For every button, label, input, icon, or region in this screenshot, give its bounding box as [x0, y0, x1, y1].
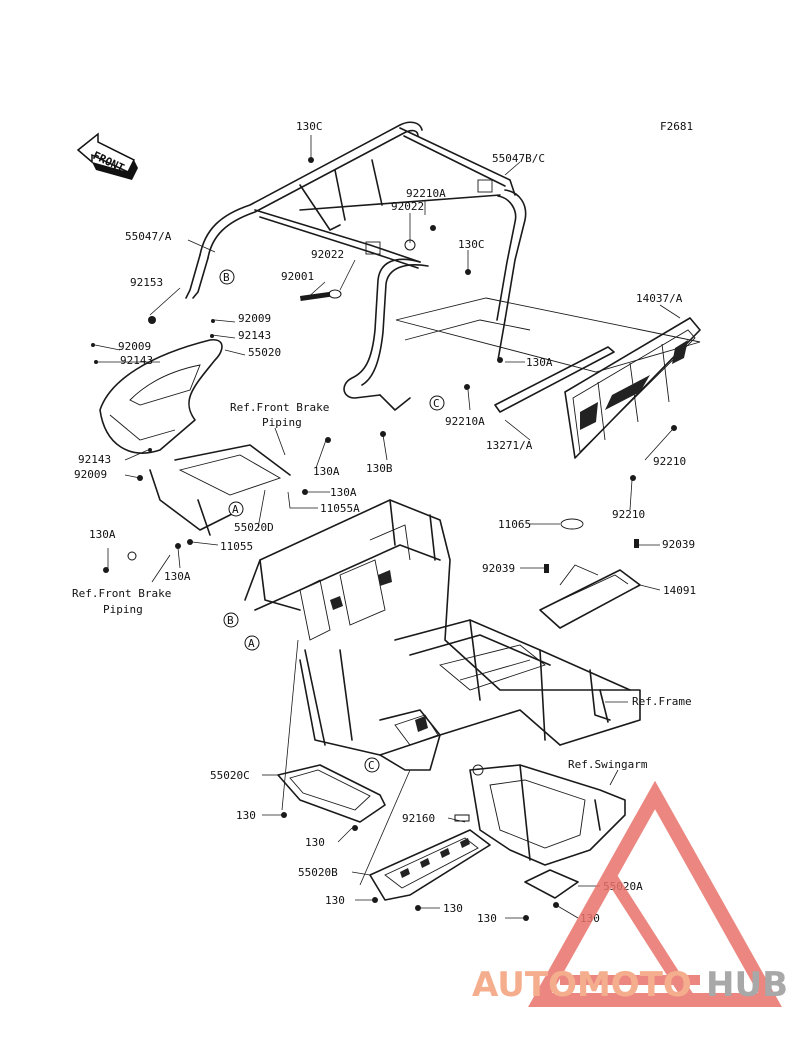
leader-lines: [94, 135, 681, 919]
label-130C-mid: 130C: [458, 238, 485, 251]
callout-A-frame: A: [244, 635, 260, 651]
label-92210-b: 92210: [612, 508, 645, 521]
label-92039-a: 92039: [662, 538, 695, 551]
label-92022-b: 92022: [311, 248, 344, 261]
skid-plate-55020C: [277, 764, 386, 823]
svg-text:A: A: [248, 637, 255, 650]
label-130A-b: 130A: [313, 465, 340, 478]
label-13271A: 13271/A: [486, 439, 533, 452]
svg-text:A: A: [232, 503, 239, 516]
svg-text:B: B: [223, 271, 230, 284]
label-130-a: 130: [236, 809, 256, 822]
label-130B: 130B: [366, 462, 393, 475]
label-11055: 11055: [220, 540, 253, 553]
label-11055A: 11055A: [320, 502, 360, 515]
label-92143-c: 92143: [78, 453, 111, 466]
grille-14037: [564, 317, 701, 459]
label-92143-a: 92143: [238, 329, 271, 342]
callout-C-frame: C: [364, 757, 380, 773]
label-55020: 55020: [248, 346, 281, 359]
swingarm: [469, 764, 626, 866]
label-11065: 11065: [498, 518, 531, 531]
label-130A-d: 130A: [89, 528, 116, 541]
label-130-c: 130: [325, 894, 345, 907]
label-130-b: 130: [305, 836, 325, 849]
label-92143-b: 92143: [120, 354, 153, 367]
label-14091: 14091: [663, 584, 696, 597]
skid-plate-55020B: [369, 829, 491, 901]
svg-text:C: C: [368, 759, 375, 772]
callout-B-frame: B: [223, 612, 239, 628]
watermark-text-part2: HUB: [706, 965, 788, 1005]
roll-cage-frame: [185, 121, 701, 411]
ref-brake-piping-top-line1: Ref.Front Brake: [230, 401, 329, 414]
ref-frame: Ref.Frame: [632, 695, 692, 708]
main-frame: [244, 499, 641, 771]
ref-brake-piping-top-line2: Piping: [262, 416, 302, 429]
watermark-text-part1: AUTOMOTO: [472, 965, 692, 1005]
watermark-triangle-icon: [528, 780, 782, 1007]
callout-C-mid: C: [429, 395, 445, 411]
ref-brake-piping-bottom-line1: Ref.Front Brake: [72, 587, 171, 600]
label-130-d: 130: [443, 902, 463, 915]
front-arrow-icon: FRONT: [76, 132, 138, 180]
watermark-logo: AUTOMOTO HUB: [472, 780, 788, 1007]
figure-id: F2681: [660, 120, 693, 133]
label-92039-b: 92039: [482, 562, 515, 575]
label-92009-b: 92009: [118, 340, 151, 353]
label-92009-c: 92009: [74, 468, 107, 481]
label-55047A: 55047/A: [125, 230, 172, 243]
label-55020B: 55020B: [298, 866, 338, 879]
label-55020D: 55020D: [234, 521, 274, 534]
label-130-e: 130: [477, 912, 497, 925]
reference-labels: Ref.Front Brake Piping Ref.Front Brake P…: [72, 401, 692, 771]
label-92153: 92153: [130, 276, 163, 289]
callout-A-mid: A: [228, 501, 244, 517]
svg-text:C: C: [433, 397, 440, 410]
label-55047BC: 55047B/C: [492, 152, 545, 165]
ref-brake-piping-bottom-line2: Piping: [103, 603, 143, 616]
label-130A-a: 130A: [526, 356, 553, 369]
label-92210A-top: 92210A: [406, 187, 446, 200]
label-130C-top: 130C: [296, 120, 323, 133]
label-130A-c: 130A: [330, 486, 357, 499]
label-92001: 92001: [281, 270, 314, 283]
callout-B-top: B: [219, 269, 235, 285]
skid-plate-55020A: [524, 869, 579, 899]
fasteners: [91, 157, 677, 921]
ref-swingarm: Ref.Swingarm: [568, 758, 648, 771]
label-92210A-mid: 92210A: [445, 415, 485, 428]
label-14037A: 14037/A: [636, 292, 683, 305]
bar-13271: [494, 346, 615, 413]
label-92022-a: 92022: [391, 200, 424, 213]
plate-14091: [539, 518, 641, 629]
label-92009-a: 92009: [238, 312, 271, 325]
label-55020C: 55020C: [210, 769, 250, 782]
label-92160: 92160: [402, 812, 435, 825]
label-92210-a: 92210: [653, 455, 686, 468]
svg-text:B: B: [227, 614, 234, 627]
label-130A-e: 130A: [164, 570, 191, 583]
front-guard-55020: [99, 339, 291, 536]
